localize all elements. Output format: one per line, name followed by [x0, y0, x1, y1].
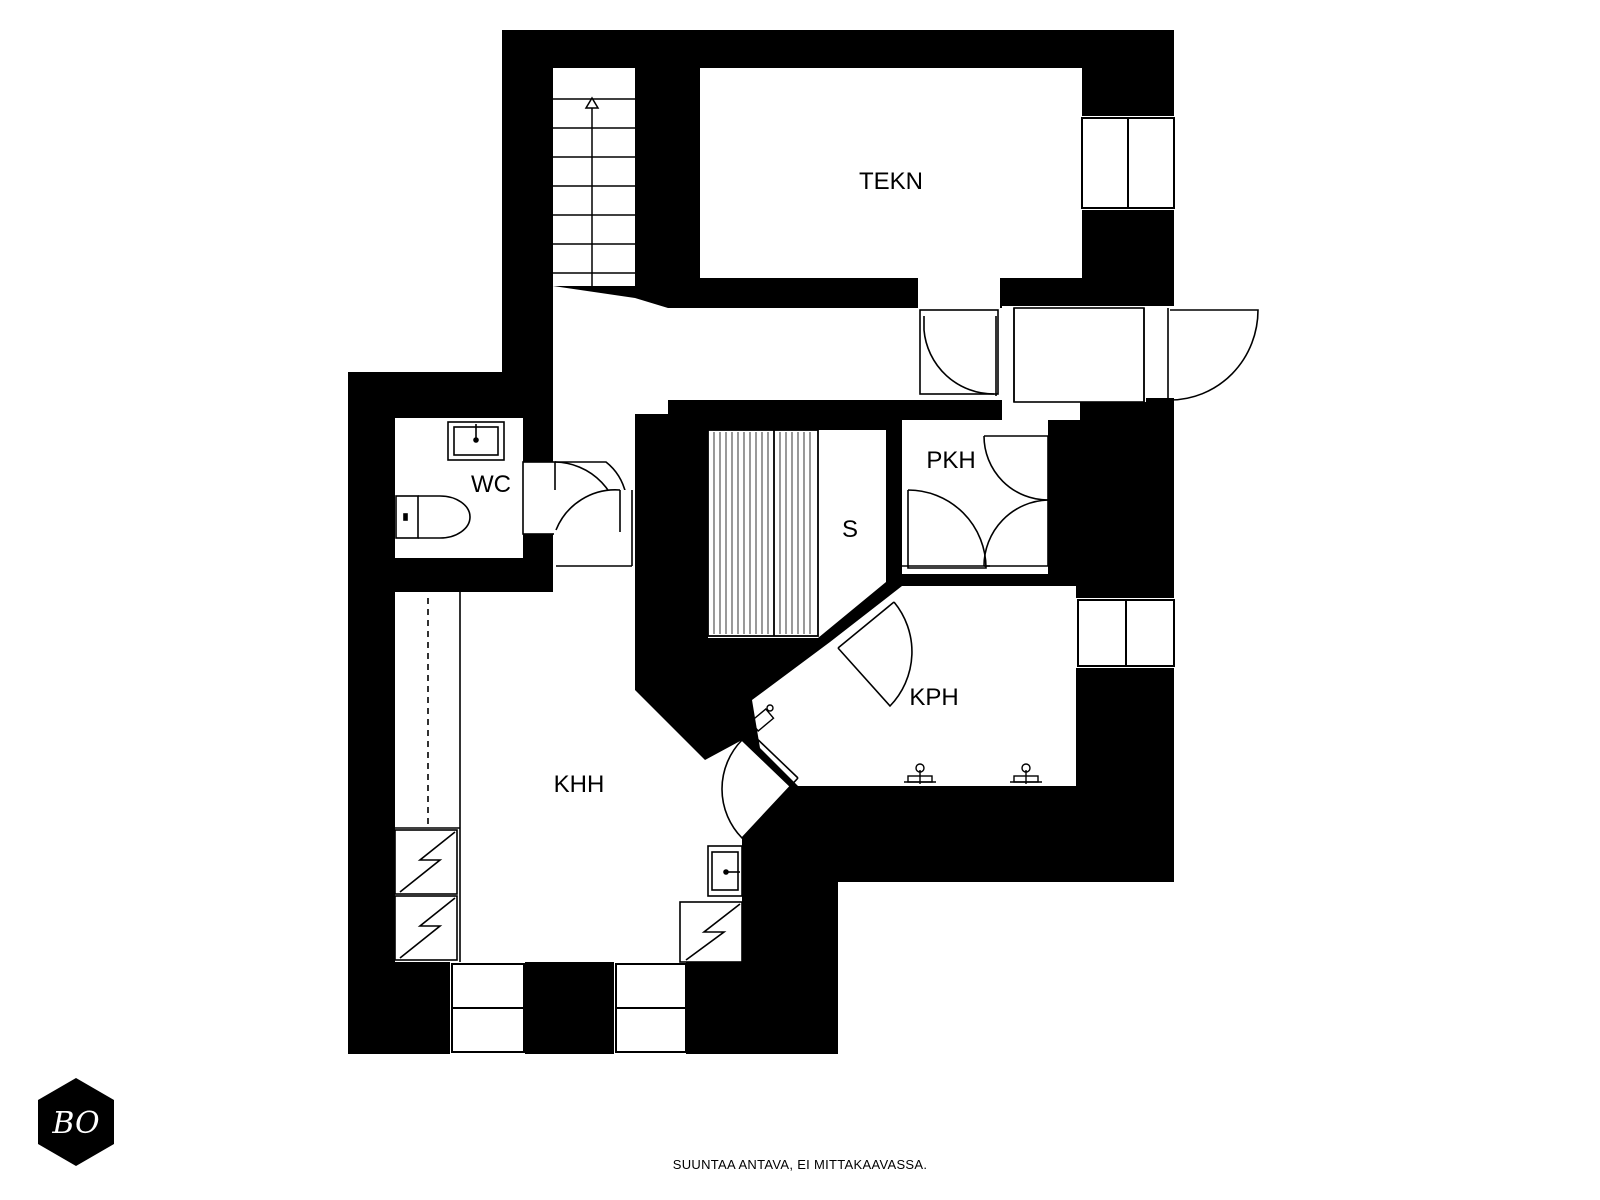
- room-wc-floor: [395, 418, 523, 558]
- khh-fixtures: [394, 592, 743, 963]
- sauna-benches: [707, 429, 819, 637]
- windows: [451, 117, 1175, 1053]
- room-kph-floor: [752, 586, 1076, 786]
- hexagon-logo-icon: BO: [38, 1078, 114, 1166]
- room-label-tekn: TEKN: [859, 168, 923, 195]
- room-s-floor: [708, 430, 886, 638]
- room-label-kph: KPH: [909, 684, 958, 711]
- room-label-wc: WC: [471, 471, 511, 498]
- khh-sink-icon: [707, 845, 743, 897]
- room-khh-floor: [395, 592, 790, 962]
- doors: [522, 307, 1259, 840]
- footer-note: SUUNTAA ANTAVA, EI MITTAKAAVASSA.: [673, 1157, 928, 1172]
- room-label-pkh: PKH: [926, 447, 975, 474]
- appliance-boiler-icon: [679, 901, 743, 963]
- appliance-washer-icon: [394, 829, 458, 895]
- room-label-khh: KHH: [554, 771, 605, 798]
- stair-arrow-icon: [584, 96, 600, 109]
- appliance-dryer-icon: [394, 895, 458, 961]
- shower-icon-2: [1010, 763, 1042, 784]
- bench-slats: [713, 432, 811, 634]
- room-label-s: S: [842, 516, 858, 543]
- room-pkh-floor: [902, 420, 1048, 574]
- stair-treads: [553, 98, 635, 286]
- tap-icon: [749, 704, 775, 733]
- room-tekn-floor: [700, 68, 1082, 278]
- kph-fixtures: [749, 704, 1042, 784]
- shower-icon: [904, 763, 936, 784]
- wc-sink-icon: [447, 421, 505, 461]
- toilet-icon: [395, 495, 471, 539]
- logo-text: BO: [51, 1106, 99, 1141]
- wc-fixtures: [395, 421, 505, 539]
